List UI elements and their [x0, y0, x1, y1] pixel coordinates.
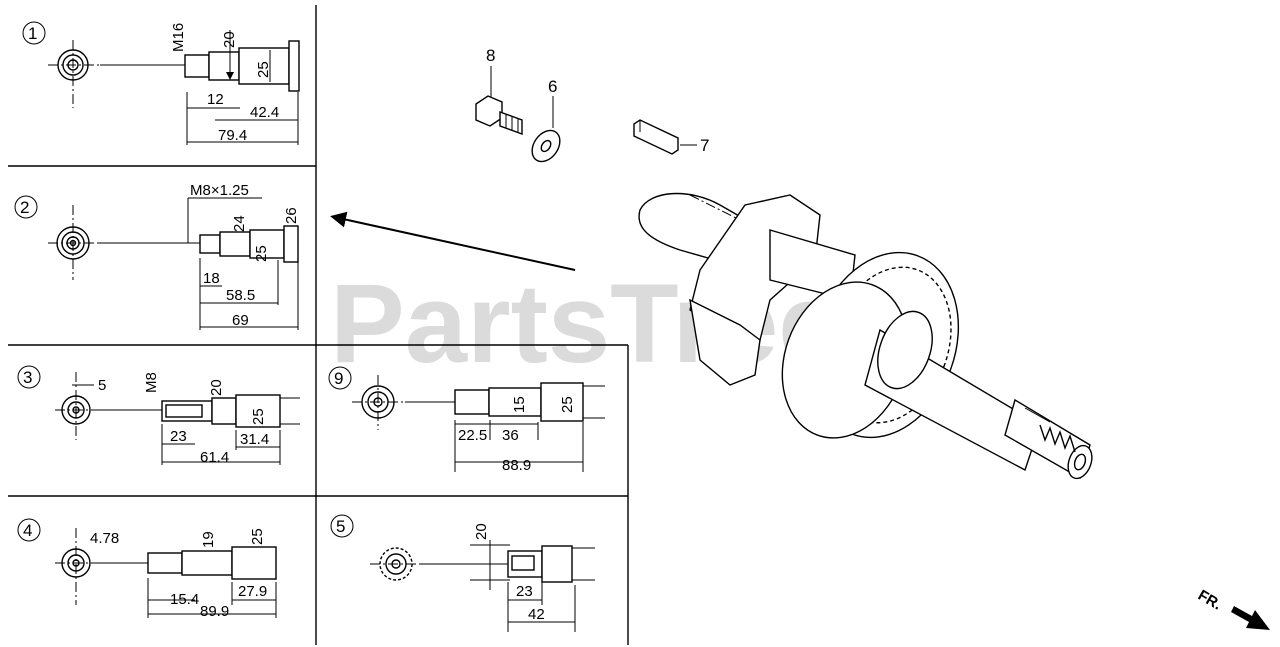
panel-5-number: 5: [336, 517, 345, 536]
panel-1: 1 M16 20 25 12 42.4 79.4: [22, 21, 300, 145]
panel-4-dim-27-9: 27.9: [238, 583, 267, 600]
panel-1-number-circle: [22, 21, 46, 45]
panel-4-number: 4: [23, 521, 32, 540]
washer-part-6: 6: [531, 77, 561, 163]
panel-4-dim-19: 19: [200, 531, 217, 548]
panel-9-dim-36: 36: [502, 427, 519, 444]
direction-label: FR.: [1195, 587, 1224, 614]
panel-3-dim-31-4: 31.4: [240, 431, 269, 448]
panel-4-dim-4-78: 4.78: [90, 530, 119, 547]
panel-grid: [8, 5, 629, 645]
panel-9-dim-88-9: 88.9: [502, 457, 531, 474]
panel-4-dim-89-9: 89.9: [200, 603, 229, 620]
panel-3-dim-25: 25: [250, 408, 267, 425]
arrow-icon: [1231, 606, 1270, 630]
panel-3-dim-5: 5: [98, 377, 106, 394]
panel-2-dim-thread: M8×1.25: [190, 182, 249, 199]
panel-1-dim-79-4: 79.4: [218, 127, 247, 144]
callout-7: 7: [700, 136, 709, 155]
panel-2-dim-24: 24: [231, 215, 248, 232]
callout-8: 8: [486, 46, 495, 65]
panel-2: 2 M8×1.25 24 26 25 18 58.5 69: [14, 182, 300, 330]
panel-1-number: 1: [28, 24, 37, 43]
reference-arrow: [330, 211, 576, 271]
bolt-part-8: 8: [475, 46, 523, 135]
panel-3-dim-61-4: 61.4: [200, 449, 229, 466]
panel-4: 4 4.78 19 25 15.4 27.9 89.9: [17, 518, 277, 620]
panel-4-dim-15-4: 15.4: [170, 591, 199, 608]
panel-5: 5 20 23 42: [330, 514, 595, 632]
panel-9-dim-22-5: 22.5: [458, 427, 487, 444]
panel-4-dim-25: 25: [249, 528, 266, 545]
crankshaft-part: [638, 192, 1093, 480]
panel-9-number: 9: [334, 369, 343, 388]
panel-1-dim-25: 25: [255, 61, 272, 78]
panel-3: 3 5 M8 20 25 23 31.4 61.4: [17, 365, 300, 466]
panel-3-dim-20: 20: [208, 379, 225, 396]
panel-5-dim-23: 23: [516, 583, 533, 600]
panel-5-dim-20: 20: [473, 523, 490, 540]
panel-2-number: 2: [20, 198, 29, 217]
panel-1-dim-thread: M16: [170, 23, 187, 52]
panel-2-dim-18: 18: [203, 270, 220, 287]
panel-1-dim-12: 12: [207, 91, 224, 108]
callout-6: 6: [548, 77, 557, 96]
panel-9-dim-25: 25: [559, 396, 576, 413]
panel-2-dim-69: 69: [232, 312, 249, 329]
panel-3-dim-23: 23: [170, 428, 187, 445]
front-direction-indicator: FR.: [1195, 587, 1270, 630]
panel-3-dim-m8: M8: [143, 372, 160, 393]
panel-1-dim-20: 20: [221, 31, 238, 48]
panel-5-dim-42: 42: [528, 606, 545, 623]
panel-1-dim-42-4: 42.4: [250, 104, 279, 121]
panel-3-number: 3: [23, 368, 32, 387]
key-part-7: 7: [633, 119, 709, 155]
panel-9-dim-15: 15: [511, 396, 528, 413]
panel-2-dim-58-5: 58.5: [226, 287, 255, 304]
panel-9: 9 15 25 22.5 36 88.9: [328, 366, 605, 474]
panel-2-dim-25: 25: [253, 245, 270, 262]
panel-2-dim-26: 26: [283, 207, 300, 224]
